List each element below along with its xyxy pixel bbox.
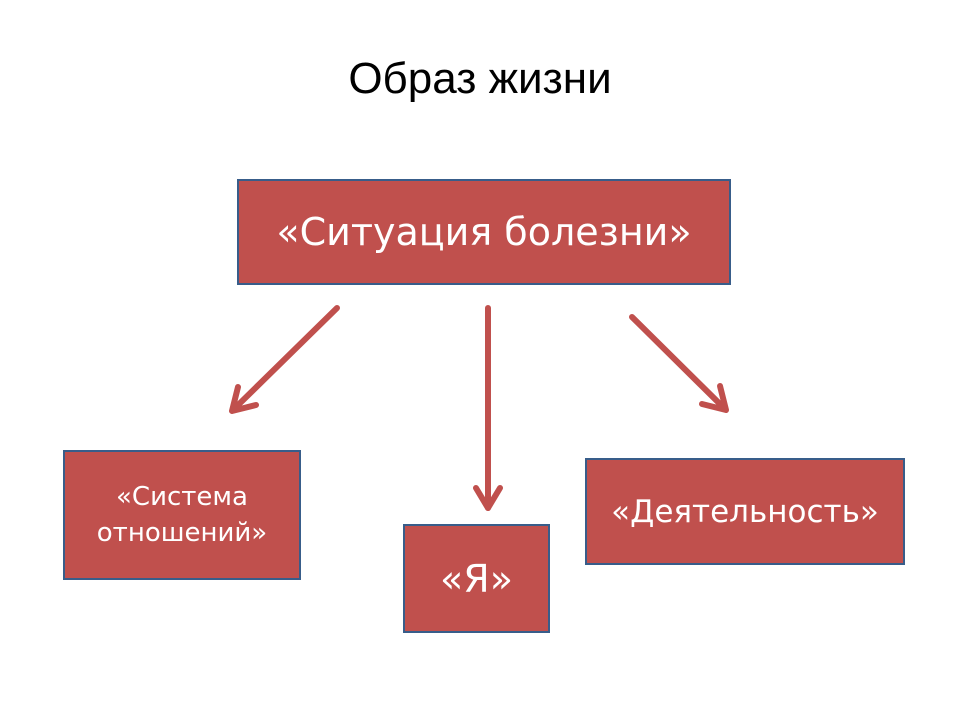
node-label: «Я» [440,556,513,601]
arrow-to-system-of-relations [229,305,340,414]
arrow-to-activity [629,314,729,413]
node-illness-situation: «Ситуация болезни» [237,179,731,285]
slide-title: Образ жизни [348,54,612,103]
node-system-of-relations: «Система отношений» [63,450,301,580]
node-label: «Ситуация болезни» [276,210,692,254]
node-label-line2: отношений» [96,518,268,548]
node-activity: «Деятельность» [585,458,905,565]
arrow-to-self [473,305,503,511]
node-label: «Деятельность» [611,493,879,530]
node-self: «Я» [403,524,550,633]
node-label-line1: «Система [116,481,248,512]
